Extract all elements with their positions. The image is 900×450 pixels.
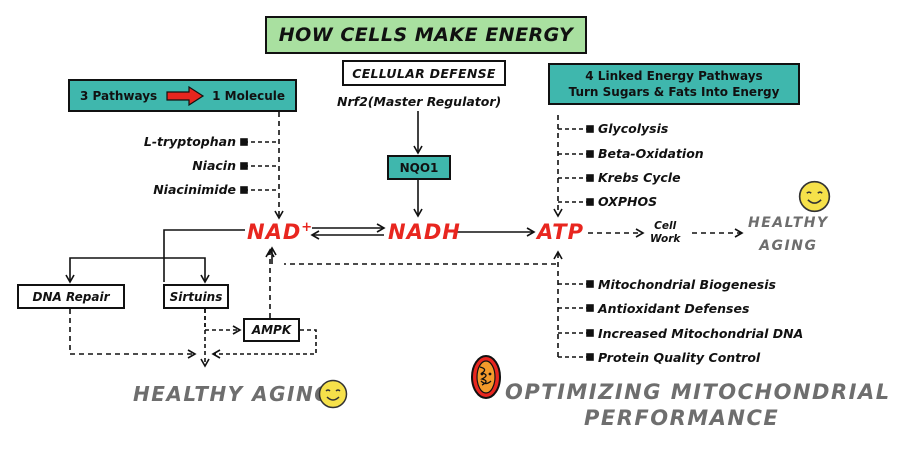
pathways-count-label: 3 Pathways [80,88,158,103]
factor-increased-mitochondrial-dna: Increased Mitochondrial DNA [598,326,804,341]
nrf2-regulator-label: Nrf2(Master Regulator) [337,94,502,109]
optimizing-line2: PERFORMANCE [584,406,780,430]
healthy-aging-right-line1: HEALTHY [748,215,829,231]
linked-pathways-line1: 4 Linked Energy Pathways [585,69,763,83]
cell-work-line1: Cell [654,220,677,232]
nad-label: NAD [247,220,302,244]
healthy-aging-left: HEALTHY AGING [133,382,333,406]
smiley-face-icon [318,379,348,409]
molecule-count-label: 1 Molecule [212,88,285,103]
precursor-niacin: Niacin [192,158,236,173]
factor-mitochondrial-biogenesis: Mitochondrial Biogenesis [598,277,776,292]
nad-node: NAD+ [247,220,313,244]
linked-pathways-banner: 4 Linked Energy Pathways Turn Sugars & F… [548,63,800,105]
pathway-oxphos: OXPHOS [598,194,658,209]
optimizing-line1: OPTIMIZING MITOCHONDRIAL [505,380,891,404]
sirtuins-box: Sirtuins [163,284,229,309]
factor-protein-quality-control: Protein Quality Control [598,350,761,365]
cell-work-label: Cell Work [650,220,680,246]
linked-pathways-line2: Turn Sugars & Fats Into Energy [568,85,780,99]
healthy-aging-right-line2: AGING [759,238,818,254]
page-title: HOW CELLS MAKE ENERGY [265,16,587,54]
cellular-defense-label: CELLULAR DEFENSE [342,60,506,86]
pathway-beta-oxidation: Beta-Oxidation [598,146,704,161]
healthy-aging-right: HEALTHY AGING [748,212,829,258]
red-arrow-icon [166,85,204,106]
ampk-box: AMPK [243,318,300,342]
mitochondrion-icon [471,355,501,399]
pathways-banner: 3 Pathways 1 Molecule [68,79,297,112]
factor-antioxidant-defenses: Antioxidant Defenses [598,301,750,316]
dna-repair-box: DNA Repair [17,284,125,309]
cell-work-line2: Work [650,233,681,245]
pathway-krebs-cycle: Krebs Cycle [598,170,681,185]
nqo1-enzyme-box: NQO1 [387,155,451,180]
atp-node: ATP [537,220,584,244]
precursor-niacinimide: Niacinimide [153,182,236,197]
smiley-face-icon [798,180,831,213]
pathway-glycolysis: Glycolysis [598,121,669,136]
nad-superscript: + [301,220,314,235]
precursor-l-tryptophan: L-tryptophan [143,134,236,149]
nadh-node: NADH [388,220,461,244]
